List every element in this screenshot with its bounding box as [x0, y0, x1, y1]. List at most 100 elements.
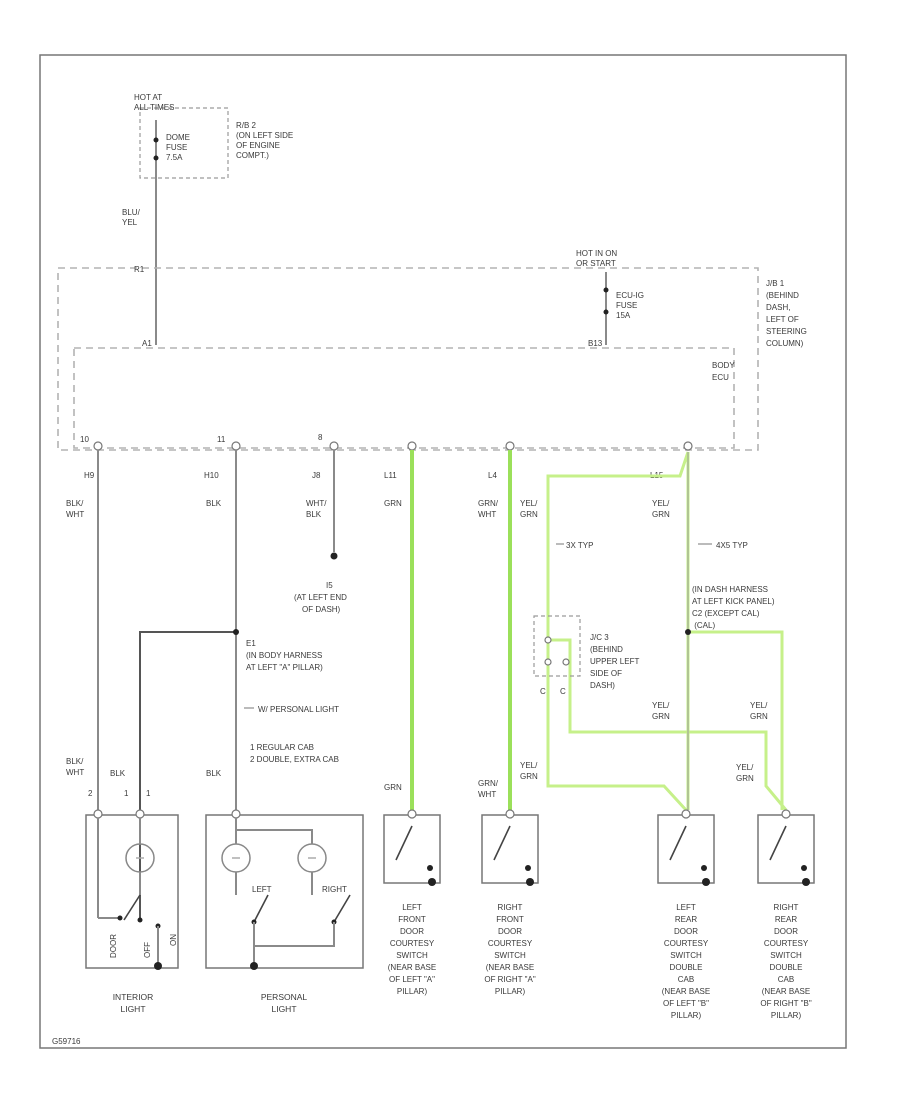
lf-switch-box [383, 814, 441, 884]
ecu-terminal-3 [329, 441, 339, 451]
jc3-pin-1: C [540, 687, 546, 696]
pl-ground-bus [253, 922, 335, 947]
ecu-terminal-5 [505, 441, 515, 451]
splice-4x: 4X5 TYP [716, 541, 748, 550]
figure-id: G59716 [52, 1037, 81, 1046]
rf-switch-blade [493, 825, 511, 861]
wire-id-2: H10 [204, 471, 219, 480]
il-contact-off [137, 917, 143, 923]
ground-i5-dot [330, 552, 338, 560]
lower-color-yg1: YEL/GRN [520, 761, 538, 781]
lr-switch-blade [669, 825, 687, 861]
ecu-terminal-4 [407, 441, 417, 451]
wire-left-rear-feed [546, 451, 690, 812]
ecu-terminal-2 [231, 441, 241, 451]
jc3-pin-2: C [560, 687, 566, 696]
lower-color-yg2: YEL/GRN [652, 701, 670, 721]
right-rear-door-switch [757, 809, 815, 886]
wire-id-1: H9 [84, 471, 95, 480]
jc3-box [533, 615, 581, 677]
splice-e1-dot [233, 629, 239, 635]
rr-switch-box [757, 814, 815, 884]
wire-right-rear-feed [688, 630, 784, 810]
lf-contact [427, 865, 433, 871]
il-terminal-b [135, 809, 145, 819]
pl-switch-left: LEFT [252, 885, 272, 894]
rf-terminal [505, 809, 515, 819]
ecu-pin-1: 10 [80, 435, 89, 444]
fuse-right-pin: B13 [588, 339, 603, 348]
wire-color-6: YEL/GRN [652, 499, 670, 519]
jb-pin-top: R1 [134, 265, 145, 274]
right-front-door-switch [481, 809, 539, 886]
lr-contact [701, 865, 707, 871]
left-front-door-switch [383, 809, 441, 886]
wire-color-3: WHT/BLK [306, 499, 327, 519]
jb-pin-mid: A1 [142, 339, 152, 348]
lower-color-yg3: YEL/GRN [750, 701, 768, 721]
il-switch-door: DOOR [109, 934, 118, 958]
left-rear-door-switch [657, 809, 715, 886]
lower-color-il-a: BLK/WHT [66, 757, 84, 777]
il-ground-dot [154, 962, 162, 970]
wire-color-5a: GRN/WHT [478, 499, 499, 519]
il-switch-blade [123, 894, 141, 921]
splice-3x: 3X TYP [566, 541, 593, 550]
wire-e1-branch [139, 631, 236, 918]
pl-terminal [231, 809, 241, 819]
diagram-frame [39, 54, 847, 1049]
fuse-top-node-b [153, 155, 159, 161]
il-switch-off: OFF [143, 942, 152, 958]
rb2-box [139, 107, 229, 179]
pl-right-switch-blade [333, 894, 351, 923]
il-pin-1b: 1 [146, 789, 151, 798]
wire-color-2: BLK [206, 499, 222, 508]
wire-id-3: J8 [312, 471, 321, 480]
ecu-terminal-6 [683, 441, 693, 451]
pl-left-switch-blade [253, 894, 269, 923]
il-switch-on: ON [169, 934, 178, 946]
lower-color-yg4: YEL/GRN [736, 763, 754, 783]
rf-switch-box [481, 814, 539, 884]
fuse-right-node-b [603, 309, 609, 315]
wire-right-rear-jc [548, 638, 788, 811]
il-pin-2: 2 [88, 789, 93, 798]
lr-switch-box [657, 814, 715, 884]
jb1-box [57, 267, 759, 451]
lower-color-lf: GRN [384, 783, 402, 792]
pl-right-lead [236, 829, 313, 844]
il-terminal-a [93, 809, 103, 819]
jc3-terminal-c [562, 658, 570, 666]
wire-id-5: L4 [488, 471, 497, 480]
wire-color-4: GRN [384, 499, 402, 508]
ecu-pin-2: 11 [217, 435, 226, 444]
rf-contact [525, 865, 531, 871]
ecu-terminal-1 [93, 441, 103, 451]
pl-ground-dot [250, 962, 258, 970]
lr-terminal [681, 809, 691, 819]
ecu-pin-3: 8 [318, 433, 323, 442]
body-ecu-box [73, 347, 735, 449]
il-contact-door [117, 915, 123, 921]
lf-switch-blade [395, 825, 413, 861]
lower-color-rf: GRN/WHT [478, 779, 499, 799]
interior-light-box [85, 814, 179, 969]
lower-color-pl: BLK [206, 769, 222, 778]
personal-light-box [205, 814, 364, 969]
wire-blu-yel: BLU/YEL [122, 208, 141, 227]
